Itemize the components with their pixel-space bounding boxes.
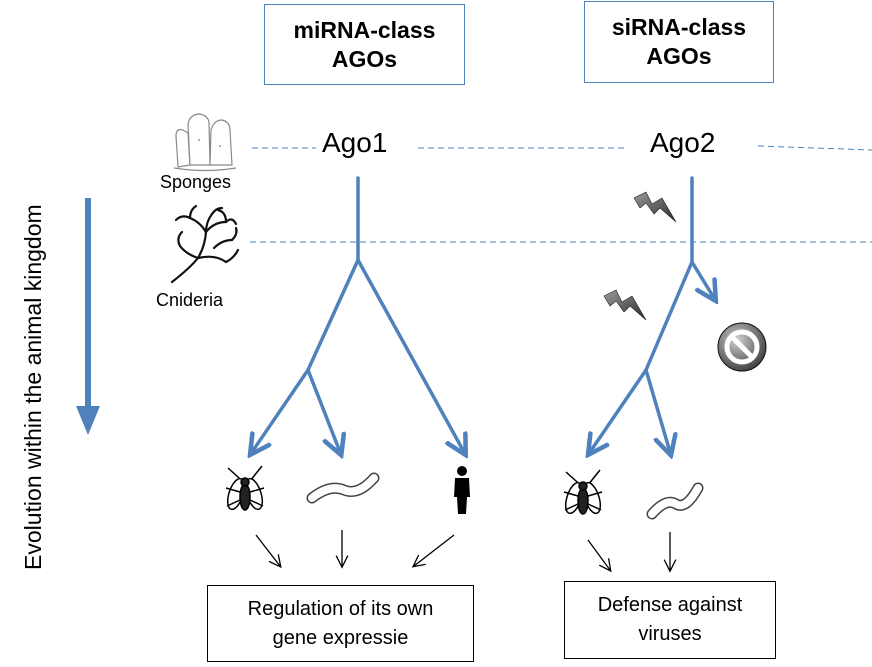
human-icon <box>454 466 470 514</box>
regulation-line2: gene expressie <box>272 626 409 649</box>
fly-icon <box>225 465 265 511</box>
mirna-box-line1: miRNA-class <box>293 16 436 43</box>
sponge-level-line-3 <box>757 145 872 151</box>
no-entry-icon <box>717 322 767 372</box>
sirna-box-line1: siRNA-class <box>611 14 747 40</box>
defense-line2: viruses <box>638 623 702 645</box>
sponges-label: Sponges <box>160 172 232 192</box>
ago1-branch-fly <box>252 368 310 452</box>
ago1-label: Ago1 <box>322 127 388 158</box>
evolution-arrow <box>76 198 100 435</box>
mirna-class-box: miRNA-class AGOs <box>264 4 465 85</box>
ago2-branch-fly <box>590 368 648 452</box>
ago1-tree <box>252 176 464 452</box>
worm-icon <box>306 472 380 504</box>
coral-icon <box>170 204 240 284</box>
fly-icon-2 <box>563 469 603 515</box>
lightning-icon <box>633 191 677 223</box>
evolution-axis-label: Evolution within the animal kingdom <box>20 204 46 570</box>
ago1-branch-left <box>306 258 360 372</box>
regulation-line1: Regulation of its own <box>247 597 434 620</box>
ago2-branch-worm <box>644 368 670 452</box>
worm-icon-2 <box>646 482 704 520</box>
defense-outcome-box: Defense against viruses <box>564 581 776 659</box>
mirna-box-line2: AGOs <box>331 45 398 72</box>
cnideria-label: Cnideria <box>156 290 224 310</box>
regulation-outcome-box: Regulation of its own gene expressie <box>207 585 474 662</box>
outcome-arrows <box>255 530 670 570</box>
sirna-class-box: siRNA-class AGOs <box>584 1 774 83</box>
ago1-branch-human <box>356 258 464 452</box>
lightning-icon-2 <box>603 289 647 321</box>
ago2-label: Ago2 <box>650 127 716 158</box>
ago1-branch-worm <box>306 368 340 452</box>
ago2-branch-lost <box>690 260 714 298</box>
ago2-branch-main <box>644 260 694 372</box>
sponge-icon <box>173 113 237 172</box>
defense-line1: Defense against <box>597 594 743 616</box>
level-lines <box>250 145 872 243</box>
sirna-box-line2: AGOs <box>646 43 712 69</box>
ago2-tree <box>590 176 714 452</box>
